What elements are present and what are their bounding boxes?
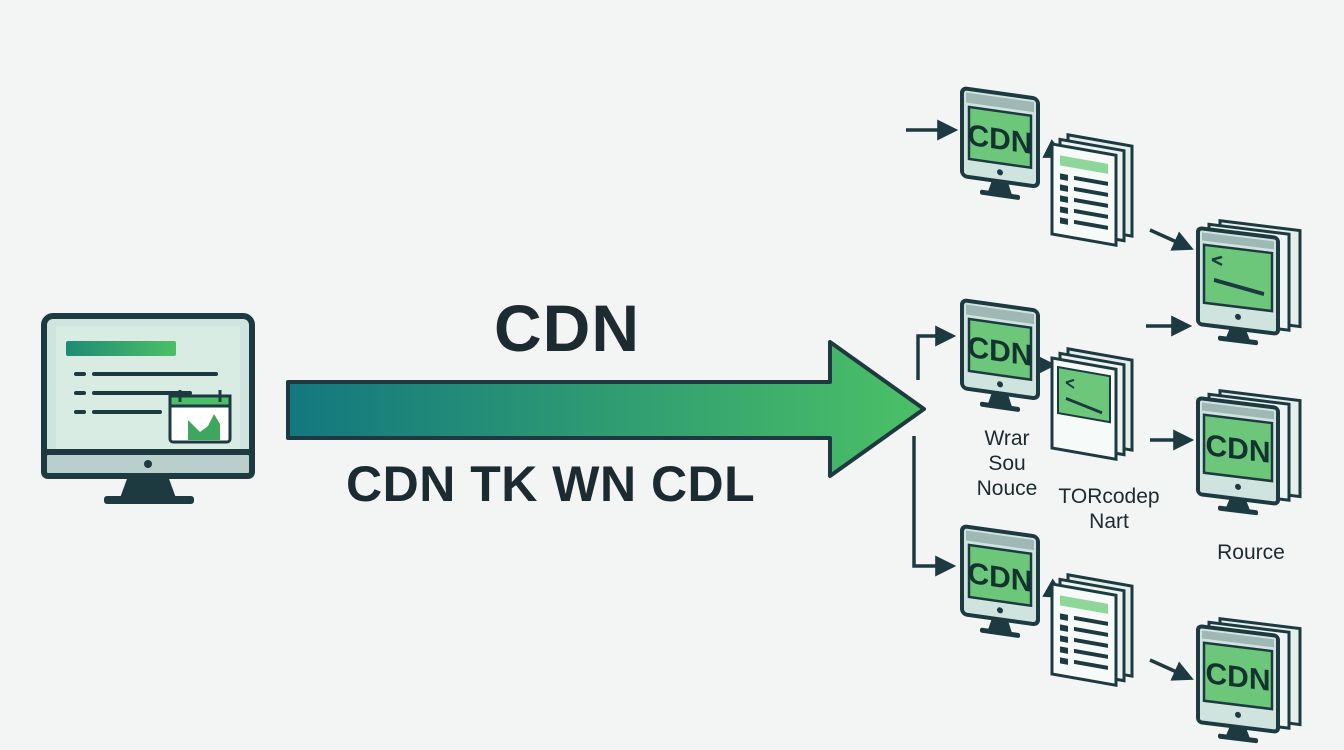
edge-label-group-left: Wrar Sou Nouce — [962, 426, 1052, 501]
target-label: CDN — [1206, 657, 1271, 698]
edge-label-line: Wrar — [984, 427, 1030, 450]
edge-monitor-icon: CDN — [960, 298, 1040, 412]
edge-label-line: Rource — [1217, 541, 1285, 564]
page-stack-icon — [1050, 347, 1134, 462]
edge-label-line: Nouce — [976, 477, 1038, 500]
target-screen-icon: CDN — [1196, 389, 1302, 516]
edge-label-line: TORcodep — [1058, 485, 1160, 508]
main-flow-arrow — [286, 340, 926, 478]
edge-label-group-middle: TORcodep Nart — [1046, 484, 1172, 534]
target-screen-icon — [1196, 219, 1302, 346]
edge-label-line: Nart — [1089, 510, 1129, 533]
origin-monitor-icon — [41, 313, 255, 504]
target-label: CDN — [1206, 429, 1271, 470]
calendar-icon — [168, 390, 232, 444]
diagram-subtitle: CDN TK WN CDL — [346, 456, 756, 512]
edge-monitor-icon: CDN — [960, 524, 1040, 638]
diagram-title: CDN — [494, 291, 640, 365]
edge-monitor-icon: CDN — [960, 86, 1040, 200]
page-stack-icon — [1050, 133, 1134, 248]
edge-label-line: Sou — [988, 452, 1026, 475]
branch-connectors — [906, 119, 1195, 681]
target-screen-icon: CDN — [1196, 617, 1302, 744]
page-stack-icon — [1050, 573, 1134, 688]
edge-label-group-right: Rource — [1196, 540, 1306, 565]
